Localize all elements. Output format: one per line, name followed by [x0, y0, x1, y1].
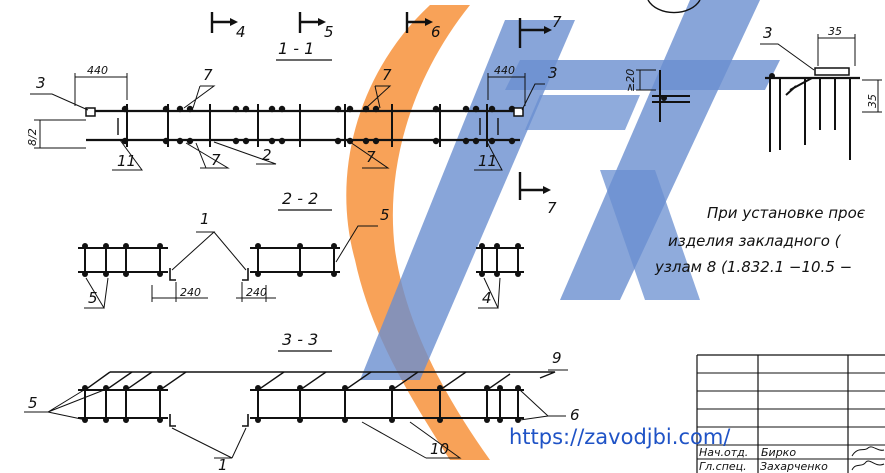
section-3-3: 3 - 3 9 5 6 10 1	[24, 330, 580, 473]
svg-text:1: 1	[200, 210, 210, 228]
top-circle-fragment	[647, 0, 701, 14]
stamp-role-2: Гл.спец.	[699, 460, 747, 473]
svg-text:440: 440	[494, 64, 515, 77]
cut-mark-4: 4	[210, 12, 246, 41]
section-2-2-title: 2 - 2	[282, 189, 318, 208]
cut-mark-7-mid: 7	[518, 172, 557, 217]
svg-text:11: 11	[478, 152, 497, 170]
svg-text:1: 1	[218, 456, 228, 473]
svg-text:3: 3	[763, 24, 773, 42]
watermark-orange-arc	[346, 5, 490, 460]
svg-text:3: 3	[548, 64, 558, 82]
svg-text:7: 7	[547, 199, 557, 217]
svg-text:5: 5	[380, 206, 390, 224]
svg-text:4: 4	[236, 23, 246, 41]
svg-text:≥20: ≥20	[624, 69, 637, 92]
svg-text:5: 5	[28, 394, 38, 412]
installation-note: При установке проє изделия закладного ( …	[654, 204, 866, 276]
svg-text:35: 35	[866, 94, 879, 108]
svg-text:7: 7	[366, 148, 376, 166]
section-1-1-title: 1 - 1	[278, 39, 314, 58]
title-block: Нач.отд. Бирко Гл.спец. Захарченко	[696, 354, 885, 473]
svg-text:9: 9	[552, 349, 562, 367]
svg-text:5: 5	[88, 289, 98, 307]
svg-text:6: 6	[431, 23, 441, 41]
note-line-2: изделия закладного (	[668, 232, 842, 250]
svg-text:10: 10	[430, 440, 449, 458]
watermark-blue-stroke-mid	[505, 60, 780, 90]
svg-text:5: 5	[324, 23, 334, 41]
cut-mark-7-top: 7	[518, 13, 562, 48]
svg-text:3: 3	[36, 74, 46, 92]
svg-text:7: 7	[203, 66, 213, 84]
section-2-2: 2 - 2 240 240 1 5 5 4	[78, 189, 524, 309]
signature-2	[851, 460, 885, 471]
svg-text:7: 7	[382, 66, 392, 84]
svg-text:240: 240	[180, 286, 201, 299]
detail-node-35: 35 35 3	[760, 24, 882, 160]
detail-weld-20: ≥20	[624, 69, 690, 122]
signature-1	[851, 446, 885, 457]
svg-text:11: 11	[117, 152, 136, 170]
svg-text:2: 2	[262, 146, 272, 164]
section-3-3-title: 3 - 3	[282, 330, 318, 349]
svg-text:7: 7	[211, 151, 221, 169]
cut-mark-6: 6	[405, 12, 441, 41]
svg-text:35: 35	[828, 25, 842, 38]
watermark-blue-stroke-leg	[600, 170, 700, 300]
watermark-blue-stroke-right	[560, 0, 760, 300]
stamp-name-1: Бирко	[761, 446, 796, 459]
stamp-role-1: Нач.отд.	[699, 446, 748, 459]
stamp-name-2: Захарченко	[760, 460, 828, 473]
svg-text:7: 7	[552, 13, 562, 31]
svg-text:8/2: 8/2	[26, 128, 39, 146]
watermark-blue-block	[525, 95, 640, 130]
cut-mark-5: 5	[298, 12, 334, 41]
svg-text:6: 6	[570, 406, 580, 424]
note-line-3: узлам 8 (1.832.1 −10.5 −	[654, 258, 852, 276]
note-line-1: При установке проє	[707, 204, 866, 222]
watermark-url: https://zavodjbi.com/	[509, 425, 731, 449]
svg-text:240: 240	[246, 286, 267, 299]
section-1-1: 1 - 1 440 440	[26, 39, 558, 171]
svg-text:4: 4	[482, 289, 492, 307]
svg-text:440: 440	[87, 64, 108, 77]
